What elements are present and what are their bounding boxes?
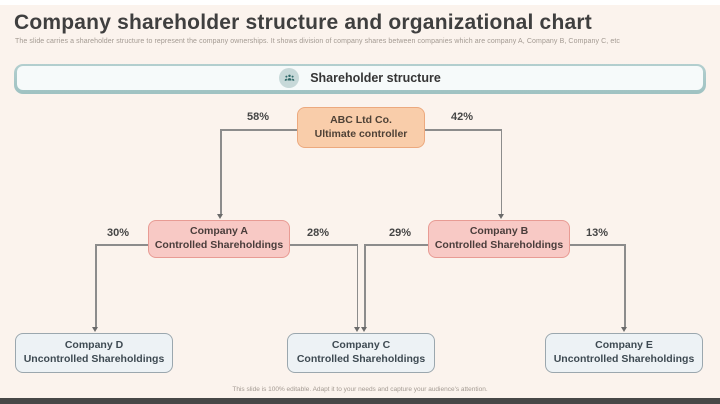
- arrowhead-to-company-e: [621, 327, 627, 332]
- node-company-b: Company B Controlled Shareholdings: [428, 220, 570, 258]
- editable-note: This slide is 100% editable. Adapt it to…: [232, 386, 488, 393]
- page-title: Company shareholder structure and organi…: [14, 11, 592, 34]
- slide-background: Company shareholder structure and organi…: [0, 5, 720, 398]
- node-subtitle: Controlled Shareholdings: [154, 239, 284, 251]
- connector-b-to-c-v: [364, 244, 366, 328]
- page-subtitle: The slide carries a shareholder structur…: [15, 38, 621, 45]
- connector-root-to-b-v: [500, 129, 502, 215]
- pct-a-to-d: 30%: [106, 227, 130, 239]
- arrowhead-to-company-a: [217, 214, 223, 219]
- connector-b-right-h: [570, 244, 625, 246]
- banner-label: Shareholder structure: [310, 71, 441, 85]
- bottom-edge-bar: [0, 398, 720, 404]
- node-title: ABC Ltd Co.: [330, 113, 392, 126]
- node-subtitle: Uncontrolled Shareholdings: [23, 353, 165, 365]
- shareholder-structure-banner: Shareholder structure: [14, 64, 706, 94]
- node-title: Company E: [595, 339, 653, 352]
- node-subtitle: Controlled Shareholdings: [296, 353, 426, 365]
- node-title: Company D: [64, 339, 124, 352]
- people-group-icon: [279, 68, 300, 88]
- node-subtitle: Controlled Shareholdings: [434, 239, 564, 251]
- connector-root-to-a-v: [220, 129, 222, 215]
- connector-a-right-h: [290, 244, 358, 246]
- node-company-d: Company D Uncontrolled Shareholdings: [15, 333, 173, 373]
- connector-a-to-d-v: [95, 244, 97, 328]
- connector-b-to-e-v: [624, 244, 626, 328]
- arrowhead-b-to-company-c: [361, 327, 367, 332]
- node-company-e: Company E Uncontrolled Shareholdings: [545, 333, 703, 373]
- node-subtitle: Uncontrolled Shareholdings: [553, 353, 695, 365]
- pct-root-to-a: 58%: [246, 111, 270, 123]
- node-abc-ltd-ultimate-controller: ABC Ltd Co. Ultimate controller: [297, 107, 425, 148]
- node-title: Company B: [469, 225, 529, 238]
- connector-a-to-c-v: [356, 244, 358, 328]
- arrowhead-to-company-d: [92, 327, 98, 332]
- connector-b-left-h: [364, 244, 428, 246]
- pct-b-to-e: 13%: [585, 227, 609, 239]
- node-company-c: Company C Controlled Shareholdings: [287, 333, 435, 373]
- pct-a-to-c: 28%: [306, 227, 330, 239]
- node-company-a: Company A Controlled Shareholdings: [148, 220, 290, 258]
- arrowhead-a-to-company-c: [353, 327, 360, 332]
- banner-inner: Shareholder structure: [17, 66, 703, 90]
- pct-b-to-c: 29%: [388, 227, 412, 239]
- node-title: Company A: [190, 225, 248, 238]
- node-subtitle: Ultimate controller: [314, 127, 408, 140]
- connector-root-right-h: [425, 129, 501, 131]
- connector-a-left-h: [95, 244, 148, 246]
- arrowhead-to-company-b: [497, 214, 504, 219]
- node-title: Company C: [331, 339, 391, 352]
- connector-root-left-h: [220, 129, 297, 131]
- pct-root-to-b: 42%: [450, 111, 474, 123]
